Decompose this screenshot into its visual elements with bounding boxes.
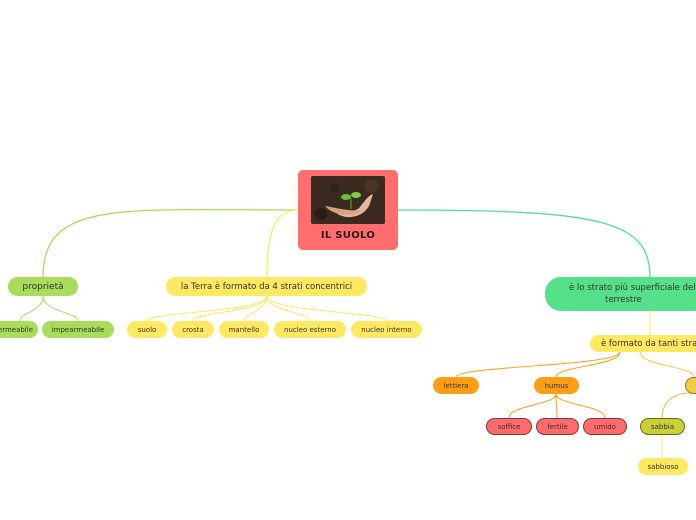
node-fertile[interactable]: fertile (536, 418, 579, 435)
node-sabbia[interactable]: sabbia (640, 418, 685, 435)
node-crosta[interactable]: crosta (172, 321, 214, 338)
strato-label-line2: terrestre (605, 295, 642, 305)
node-gold-partial[interactable] (685, 377, 696, 394)
node-humus[interactable]: humus (534, 377, 579, 394)
root-node[interactable]: IL SUOLO (298, 170, 398, 250)
node-permeabile[interactable]: permeabile (0, 321, 38, 338)
node-lettiera[interactable]: lettiera (433, 377, 479, 394)
node-suolo[interactable]: suolo (127, 321, 167, 338)
node-nucleo-esterno[interactable]: nucleo esterno (274, 321, 346, 338)
soil-sprout-image (311, 176, 385, 224)
root-title: IL SUOLO (320, 230, 376, 241)
node-soffice[interactable]: soffice (486, 418, 532, 435)
node-terra-strati[interactable]: la Terra è formato da 4 strati concentri… (166, 277, 367, 296)
strato-label-line1: è lo strato più superficiale della (569, 283, 696, 293)
node-formato-strati[interactable]: è formato da tanti stra (590, 335, 696, 352)
node-sabbioso[interactable]: sabbioso (638, 458, 688, 475)
node-umido[interactable]: umido (583, 418, 627, 435)
node-mantello[interactable]: mantello (219, 321, 269, 338)
node-impearmeabile[interactable]: impearmeabile (42, 321, 114, 338)
node-nucleo-interno[interactable]: nucleo interno (351, 321, 422, 338)
node-strato-superficiale[interactable]: è lo strato più superficiale della terre… (545, 277, 696, 311)
node-proprieta[interactable]: proprietà (8, 277, 78, 296)
